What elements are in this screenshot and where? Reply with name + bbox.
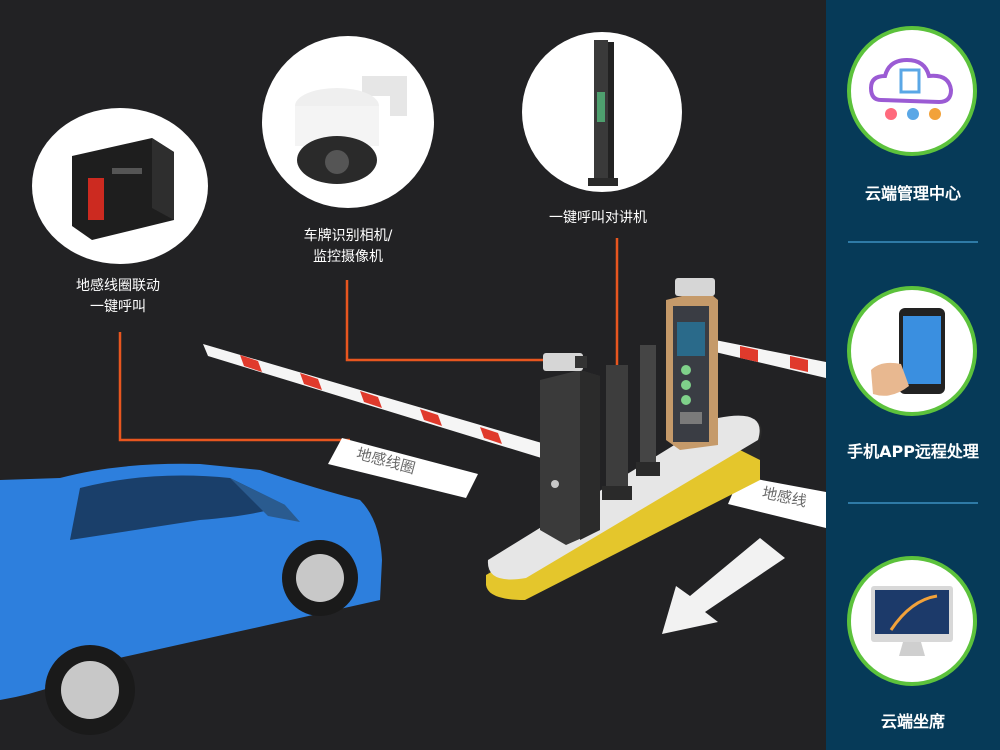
callout-loop-detector-line1: 地感线圈联动 bbox=[76, 278, 160, 294]
barrier-gate-left bbox=[540, 353, 600, 545]
callout-intercom: 一键呼叫对讲机 bbox=[528, 208, 668, 229]
display-kiosk bbox=[666, 278, 718, 450]
loop-detector-icon bbox=[72, 138, 174, 240]
car bbox=[0, 463, 382, 735]
callout-lpr-camera: 车牌识别相机/ 监控摄像机 bbox=[278, 226, 418, 268]
side-panel: 云端管理中心 手机APP远程处理 云端坐席 bbox=[826, 0, 1000, 750]
floor-loop-marker-right bbox=[728, 476, 826, 528]
barrier-arm-right bbox=[715, 340, 826, 378]
barrier-arm-left bbox=[203, 344, 552, 460]
intercom-image bbox=[522, 32, 682, 192]
cloud-seat-ring bbox=[847, 556, 977, 686]
callout-lpr-camera-line1: 车牌识别相机/ bbox=[303, 228, 393, 244]
cloud-seat-label: 云端坐席 bbox=[880, 712, 945, 731]
cloud-management-icon bbox=[868, 57, 954, 120]
mobile-app-label: 手机APP远程处理 bbox=[847, 442, 979, 461]
scene-illustration bbox=[0, 238, 826, 735]
leader-line-loop bbox=[118, 332, 350, 442]
ptz-camera-icon bbox=[295, 76, 407, 184]
camera-post bbox=[602, 345, 660, 500]
mobile-app-ring bbox=[847, 286, 977, 416]
loop-detector-image bbox=[32, 108, 208, 264]
floor-loop-marker-left bbox=[328, 438, 478, 498]
cloud-management-ring bbox=[847, 26, 977, 156]
direction-arrow bbox=[662, 538, 785, 634]
mobile-phone-icon bbox=[871, 308, 945, 396]
leader-lines bbox=[118, 238, 619, 442]
callout-lpr-camera-line2: 监控摄像机 bbox=[313, 249, 383, 265]
leader-line-camera bbox=[345, 280, 562, 362]
panel-divider-2 bbox=[848, 502, 978, 504]
lpr-camera-image bbox=[262, 36, 434, 208]
imac-desktop-icon bbox=[871, 586, 953, 656]
parking-system-diagram: 地感线圈联动 一键呼叫 车牌识别相机/ 监控摄像机 一键呼叫对讲机 地感线圈 地… bbox=[0, 32, 826, 735]
callout-loop-detector-line2: 一键呼叫 bbox=[90, 299, 146, 315]
callout-intercom-line1: 一键呼叫对讲机 bbox=[549, 210, 647, 226]
panel-divider-1 bbox=[848, 241, 978, 243]
cloud-management-label: 云端管理中心 bbox=[864, 184, 961, 203]
intercom-pillar-icon bbox=[588, 40, 618, 186]
callout-loop-detector: 地感线圈联动 一键呼叫 bbox=[48, 276, 188, 318]
